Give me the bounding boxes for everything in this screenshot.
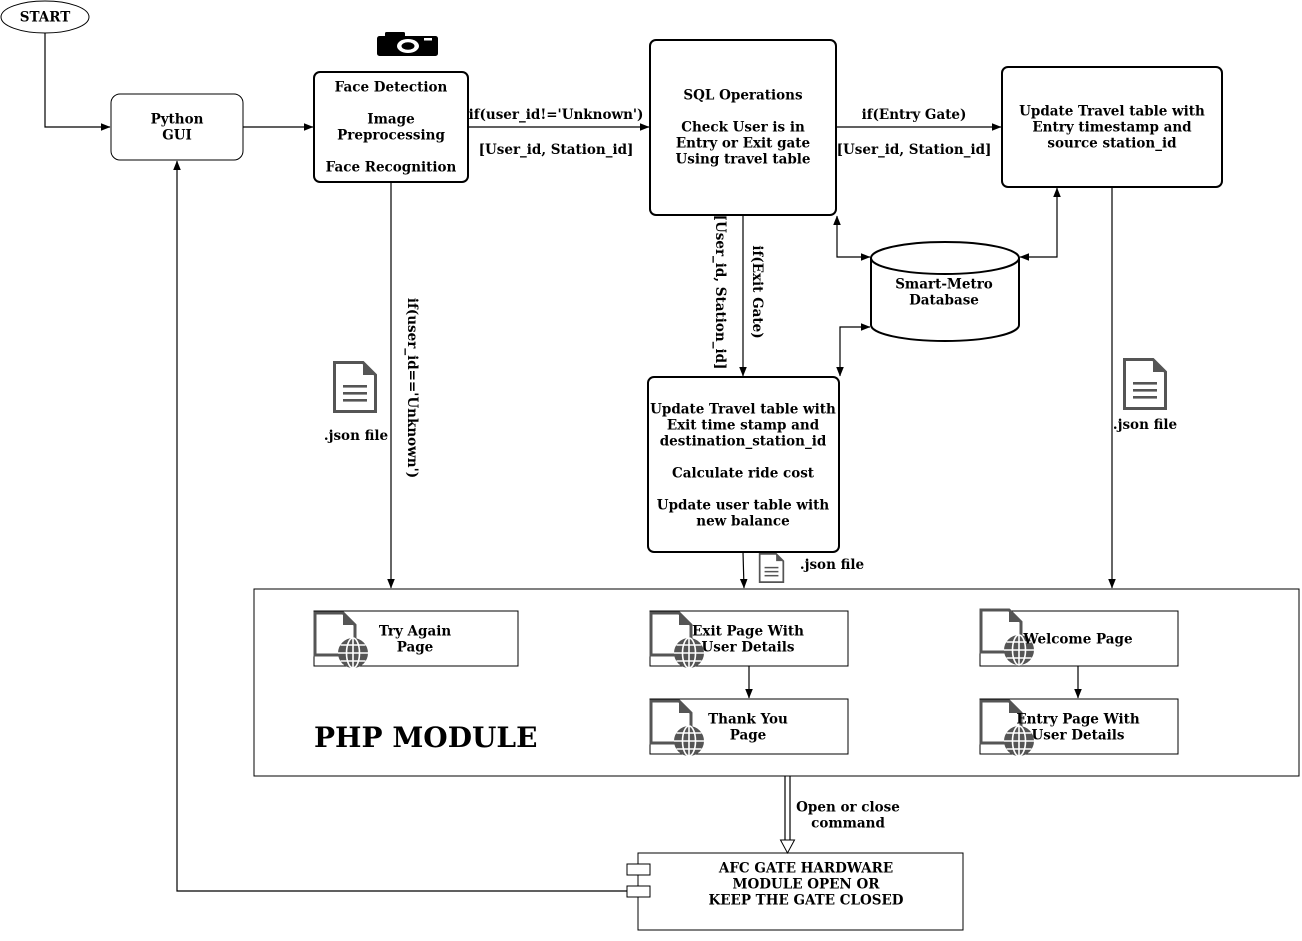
document-icon [333,361,377,413]
edge-label-entry-gate: if(Entry Gate) [862,107,967,123]
json-label-mid: .json file [800,557,864,573]
edge-label-entry-payload: [User_id, Station_id] [837,142,992,158]
json-label-right: .json file [1113,417,1177,433]
smart-metro-database [870,241,1020,342]
afc-port-top [626,863,651,876]
edge-label-exit-gate: if(Exit Gate) [749,245,765,338]
edge-label-exit-payload: [User_id, Station_id] [712,215,728,370]
edge-entry-db [1019,187,1061,261]
document-icon [758,553,785,583]
edge-label-unknown-user: if(user_id=='Unknown') [404,298,420,478]
json-label-left: .json file [324,428,388,444]
edge-start-to-gui [44,33,111,131]
afc-port-bottom [626,885,651,898]
camera-icon [377,32,438,56]
edge-sql-db [833,215,871,261]
welcome-page-label: Welcome Page [1022,632,1132,648]
php-module-title: PHP MODULE [314,721,537,754]
edge-php-to-afc [779,776,796,855]
edge-afc-to-gui [173,160,627,892]
start-label: START [20,10,71,26]
edge-label-known-user: if(user_id!='Unknown') [469,107,644,123]
edge-label-known-payload: [User_id, Station_id] [479,142,634,158]
document-icon [1123,358,1167,410]
edge-exit-to-php [739,551,748,589]
afc-gate-node [637,852,964,931]
edge-exit-db [836,323,871,377]
